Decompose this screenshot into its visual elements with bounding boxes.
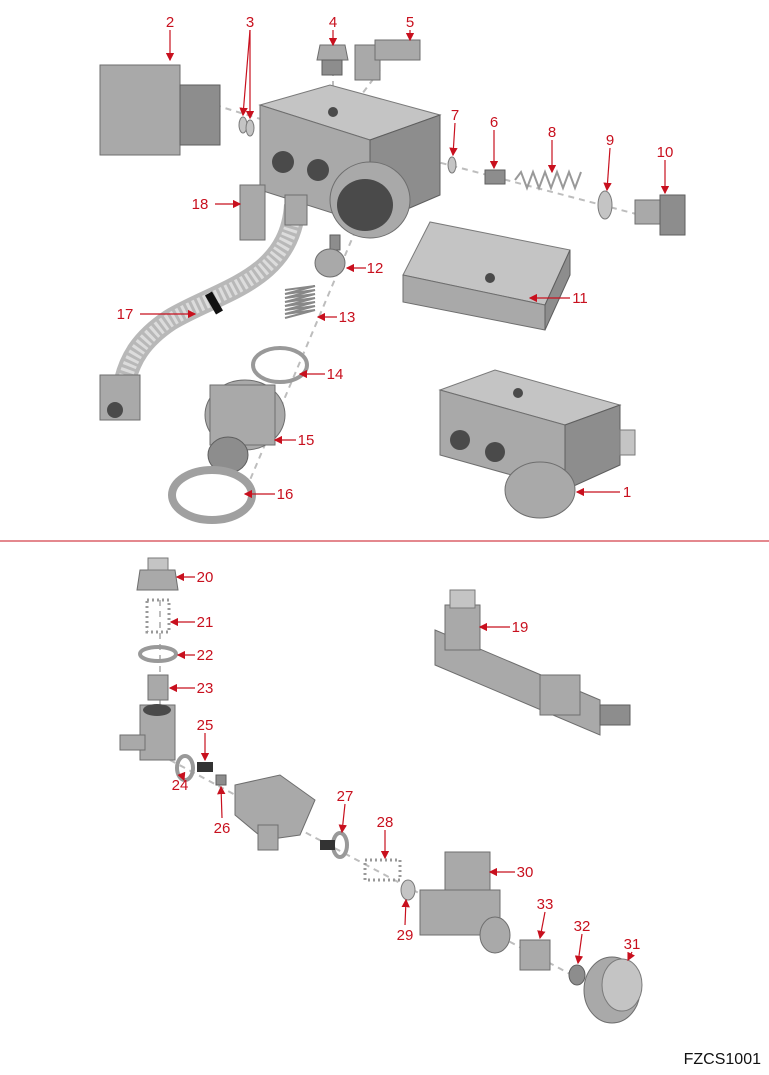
- callout-22: 22: [197, 647, 214, 664]
- callout-23: 23: [197, 680, 214, 697]
- callout-8: 8: [548, 124, 556, 141]
- part-4-plug: [316, 44, 349, 76]
- part-19-assembled-unit: [434, 589, 631, 736]
- callout-21: 21: [197, 614, 214, 631]
- part-23-piston: [147, 674, 169, 701]
- part-11-bracket: [402, 221, 571, 331]
- part-9-washer: [597, 190, 613, 220]
- part-28-spring: [363, 858, 402, 882]
- part-33-fitting: [519, 939, 551, 971]
- callout-25: 25: [197, 717, 214, 734]
- part-valve-body-left: [119, 704, 176, 761]
- part-14-oring: [251, 346, 309, 384]
- part-13-spring: [284, 285, 316, 319]
- callout-30: 30: [517, 864, 534, 881]
- part-30-solenoid-valve: [419, 851, 511, 954]
- callout-17: 17: [117, 306, 134, 323]
- callout-32: 32: [574, 918, 591, 935]
- callout-4: 4: [329, 14, 337, 31]
- part-2-solenoid-coil: [99, 64, 221, 156]
- callout-11: 11: [572, 290, 588, 307]
- part-1-valve-assembly: [438, 369, 636, 519]
- part-6-valve-pin: [484, 169, 506, 185]
- callout-29: 29: [397, 927, 414, 944]
- part-5-elbow-fitting: [354, 39, 421, 81]
- callout-12: 12: [367, 260, 384, 277]
- part-16-ring-nut: [168, 466, 256, 524]
- part-29-ring: [400, 879, 416, 901]
- callout-1: 1: [623, 484, 631, 501]
- callout-10: 10: [657, 144, 674, 161]
- callout-24: 24: [172, 777, 189, 794]
- callout-2: 2: [166, 14, 174, 31]
- callout-33: 33: [537, 896, 554, 913]
- callout-16: 16: [277, 486, 294, 503]
- part-10-fitting: [634, 194, 686, 236]
- part-21-spring: [145, 598, 171, 634]
- part-middle-body: [234, 774, 316, 851]
- callout-7: 7: [451, 107, 459, 124]
- callout-19: 19: [512, 619, 529, 636]
- part-25-spring: [197, 762, 213, 772]
- part-26-pin: [215, 774, 227, 786]
- part-12-valve: [314, 234, 346, 278]
- callout-3: 3: [246, 14, 254, 31]
- part-22-oring: [138, 645, 178, 663]
- callout-5: 5: [406, 14, 414, 31]
- part-8-spring: [514, 169, 582, 191]
- part-17-braided-hose: [99, 194, 308, 421]
- callout-20: 20: [197, 569, 214, 586]
- part-3-orings: [238, 116, 255, 137]
- part-18-fitting: [239, 184, 266, 241]
- callout-31: 31: [624, 936, 641, 953]
- callout-26: 26: [214, 820, 231, 837]
- callout-18: 18: [192, 196, 209, 213]
- callout-27: 27: [337, 788, 354, 805]
- callout-28: 28: [377, 814, 394, 831]
- part-27-washer: [320, 831, 349, 859]
- part-32-nut: [568, 964, 586, 986]
- part-7-washer: [447, 156, 457, 174]
- part-20-cap: [136, 557, 179, 591]
- callout-14: 14: [327, 366, 344, 383]
- callout-9: 9: [606, 132, 614, 149]
- leader-lines: [140, 29, 670, 965]
- callout-15: 15: [298, 432, 315, 449]
- drawing-code: FZCS1001: [683, 1051, 761, 1068]
- callout-labels: 2 3 4 5 7 6 8 9 10 18 12 11 17 13 14 15 …: [117, 14, 674, 953]
- part-15-valve-seat: [204, 379, 286, 474]
- part-31-knob: [583, 956, 643, 1024]
- callout-6: 6: [490, 114, 498, 131]
- callout-13: 13: [339, 309, 356, 326]
